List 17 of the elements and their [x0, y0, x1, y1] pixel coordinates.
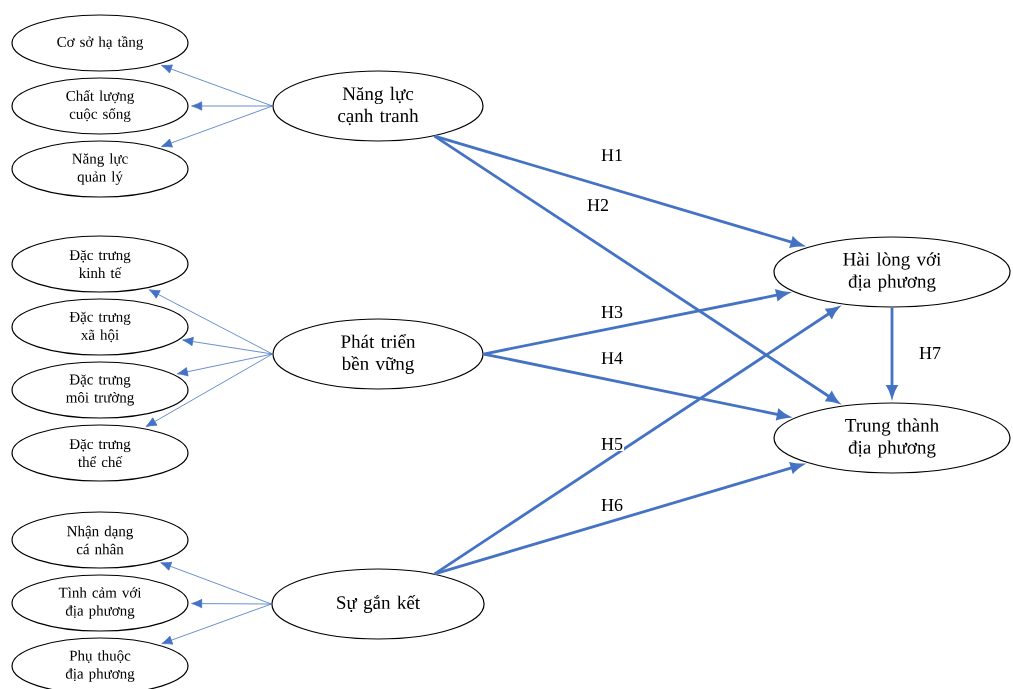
- arrow: [483, 289, 789, 356]
- arrow: [176, 353, 273, 377]
- arrow: [191, 598, 272, 609]
- arrow: [434, 134, 803, 248]
- arrow: [145, 353, 273, 427]
- arrow: [161, 603, 272, 645]
- arrow: [160, 561, 272, 605]
- arrow: [148, 289, 273, 355]
- edge-label: H1: [600, 148, 624, 162]
- edge-label: H5: [600, 437, 624, 451]
- arrow: [191, 101, 273, 111]
- arrow: [161, 64, 273, 107]
- arrow: [161, 105, 273, 148]
- edge-label: H2: [586, 198, 610, 212]
- edge-label: H3: [600, 304, 624, 320]
- arrow: [182, 336, 273, 355]
- edge-label: H7: [918, 346, 942, 360]
